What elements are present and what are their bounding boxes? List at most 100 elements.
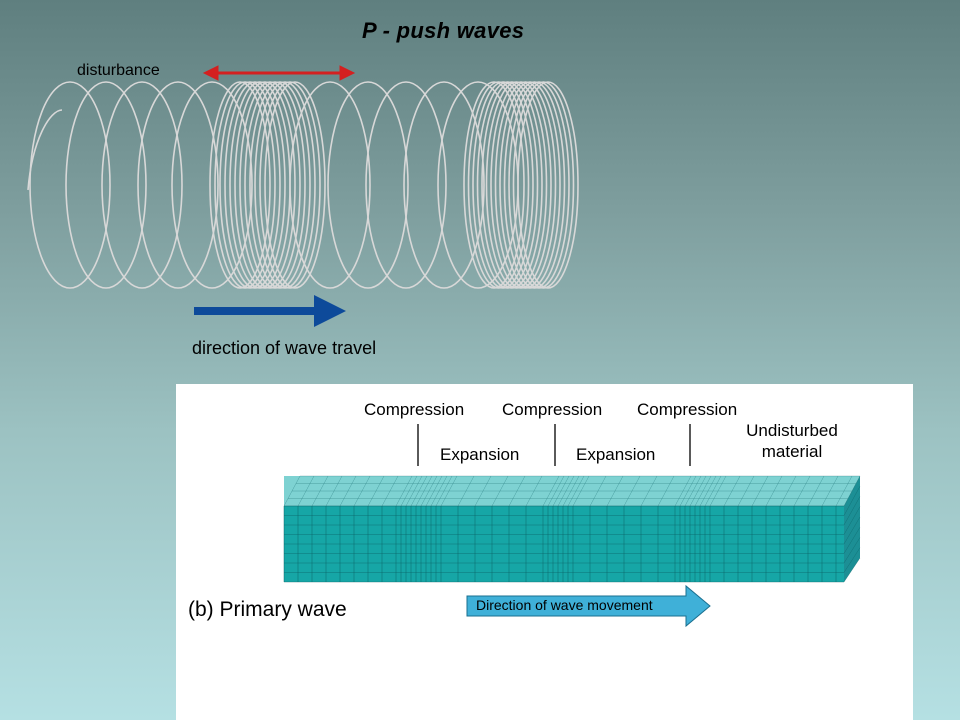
coil-loop: [249, 81, 311, 289]
block-top-gridline: [508, 475, 526, 507]
block-top-gridline: [283, 475, 301, 507]
primary-wave-panel: Compression Compression Compression Expa…: [176, 384, 913, 720]
coil-loop: [224, 81, 286, 289]
undisturbed-material-label: Undisturbed material: [732, 420, 852, 462]
block-top-gridline: [395, 475, 413, 507]
primary-wave-block-diagram: [283, 424, 861, 628]
coil-loop: [463, 81, 525, 289]
wave-travel-arrow-shaft: [194, 307, 316, 315]
block-top-gridline: [415, 475, 433, 507]
coil-loop: [481, 81, 543, 289]
block-top-gridline: [737, 475, 755, 507]
coil-loop: [234, 81, 296, 289]
coil-loop: [512, 81, 575, 289]
boundary-markers: [417, 424, 691, 466]
disturbance-arrow: [202, 65, 356, 81]
coil-loop: [254, 81, 316, 289]
block-top-gridline: [474, 475, 492, 507]
coil-loop: [494, 81, 557, 289]
coil-loop: [101, 81, 183, 289]
coil-loop: [65, 81, 147, 289]
block-top-gridline: [606, 475, 624, 507]
coil-loop: [327, 81, 409, 289]
block-side-gridline: [843, 506, 861, 535]
block-top-gridline: [699, 475, 717, 507]
block-top-gridline: [684, 475, 702, 507]
block-top-gridline: [542, 475, 560, 507]
primary-wave-label: (b) Primary wave: [188, 598, 347, 621]
block-top-gridline: [640, 475, 658, 507]
coil-loop: [499, 81, 561, 289]
expansion-label-1: Expansion: [440, 445, 520, 464]
block-top-gridline: [440, 475, 458, 507]
block-side-gridline: [843, 547, 861, 573]
undisturbed-label-line1: Undisturbed: [746, 421, 838, 440]
compression-label-2: Compression: [502, 400, 603, 419]
block-side-gridline: [843, 516, 861, 545]
coil-loop: [264, 81, 326, 289]
block-top-gridline: [567, 475, 585, 507]
block-side-gridline: [843, 496, 861, 526]
coil-loop: [485, 81, 548, 289]
wave-movement-label: Direction of wave movement: [476, 597, 653, 613]
block-top-gridline: [835, 475, 853, 507]
coil-loop: [503, 81, 566, 289]
undisturbed-label-line2: material: [761, 442, 823, 461]
coil-loop: [171, 81, 253, 289]
block-top-gridline: [367, 475, 385, 507]
coil-loop: [517, 81, 579, 289]
block-top-gridline: [679, 475, 697, 507]
coil-loop: [209, 81, 271, 289]
block-top-face: [284, 476, 860, 506]
block-top-gridline: [547, 475, 565, 507]
block-top-gridline: [793, 475, 811, 507]
block-top-gridline: [525, 475, 543, 507]
block-top-gridline: [779, 475, 797, 507]
block-top-gridline: [297, 475, 315, 507]
block-side-gridline: [843, 475, 861, 507]
block-top-gridline: [589, 475, 607, 507]
block-top-gridline: [623, 475, 641, 507]
block-top-gridline: [457, 475, 475, 507]
block-top-gridline: [405, 475, 423, 507]
block-top-gridline: [410, 475, 428, 507]
block-top-gridline: [689, 475, 707, 507]
block-top-gridline: [821, 475, 839, 507]
block-top-gridline: [723, 475, 741, 507]
block-top-gridline: [807, 475, 825, 507]
block-top-gridline: [552, 475, 570, 507]
slide-title: P - push waves: [362, 18, 525, 43]
block-top-gridline: [694, 475, 712, 507]
wave-movement-arrow: [466, 584, 711, 628]
wave-movement-arrow-shape: [466, 584, 711, 628]
block-top-gridline: [430, 475, 448, 507]
coil-loop: [289, 81, 371, 289]
block-top-gridline: [400, 475, 418, 507]
block-top-gridline: [709, 475, 727, 507]
block-side-gridline: [843, 557, 861, 583]
compression-label-1: Compression: [364, 400, 465, 419]
block-top-gridline: [425, 475, 443, 507]
disturbance-arrow-right-head: [339, 65, 356, 81]
direction-of-travel-label: direction of wave travel: [192, 338, 377, 358]
block-top-gridline: [339, 475, 357, 507]
block-top-gridline: [765, 475, 783, 507]
wave-travel-arrow: [194, 295, 346, 327]
coil-loop: [508, 81, 570, 289]
block-top-gridline: [674, 475, 692, 507]
coil-tail: [27, 109, 63, 191]
block-side-face: [844, 476, 860, 582]
block-top-gridline: [657, 475, 675, 507]
disturbance-arrow-left-head: [202, 65, 219, 81]
coil-loop: [239, 81, 301, 289]
material-block: [283, 475, 861, 583]
block-top-gridline: [311, 475, 329, 507]
coil-loop: [365, 81, 447, 289]
expansion-label-2: Expansion: [576, 445, 656, 464]
block-top-gridline: [562, 475, 580, 507]
compression-label-3: Compression: [637, 400, 738, 419]
coil-loop: [214, 81, 276, 289]
block-top-gridline: [704, 475, 722, 507]
block-top-gridline: [491, 475, 509, 507]
